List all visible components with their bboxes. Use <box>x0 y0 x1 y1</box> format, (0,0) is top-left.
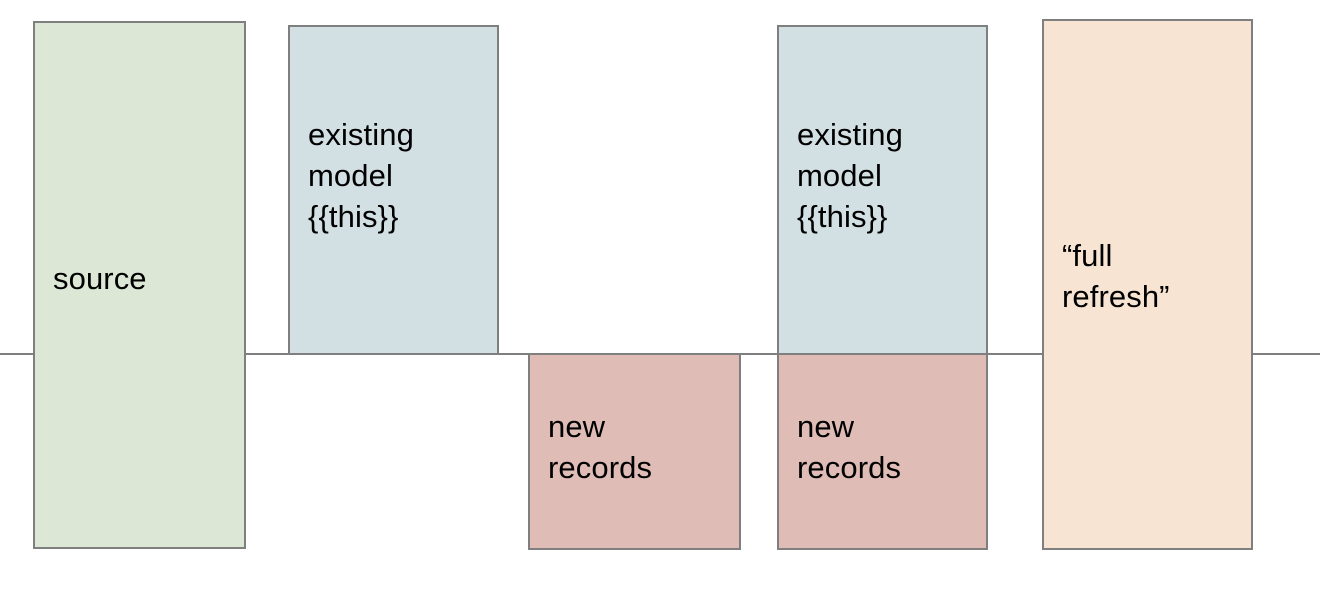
box-existing-model-2-label: existing model {{this}} <box>797 117 903 234</box>
box-existing-model-1-label: existing model {{this}} <box>308 117 414 234</box>
box-full-refresh[interactable]: “full refresh” <box>1042 19 1253 550</box>
box-source-label: source <box>53 260 147 296</box>
box-source[interactable]: source <box>33 21 246 549</box>
box-existing-model-2[interactable]: existing model {{this}} <box>777 25 988 355</box>
box-new-records-1[interactable]: new records <box>528 353 741 550</box>
box-existing-model-1[interactable]: existing model {{this}} <box>288 25 499 355</box>
box-new-records-2-label: new records <box>797 408 902 485</box>
box-full-refresh-label: “full refresh” <box>1062 237 1170 314</box>
box-new-records-2[interactable]: new records <box>777 353 988 550</box>
box-new-records-1-label: new records <box>548 408 653 485</box>
